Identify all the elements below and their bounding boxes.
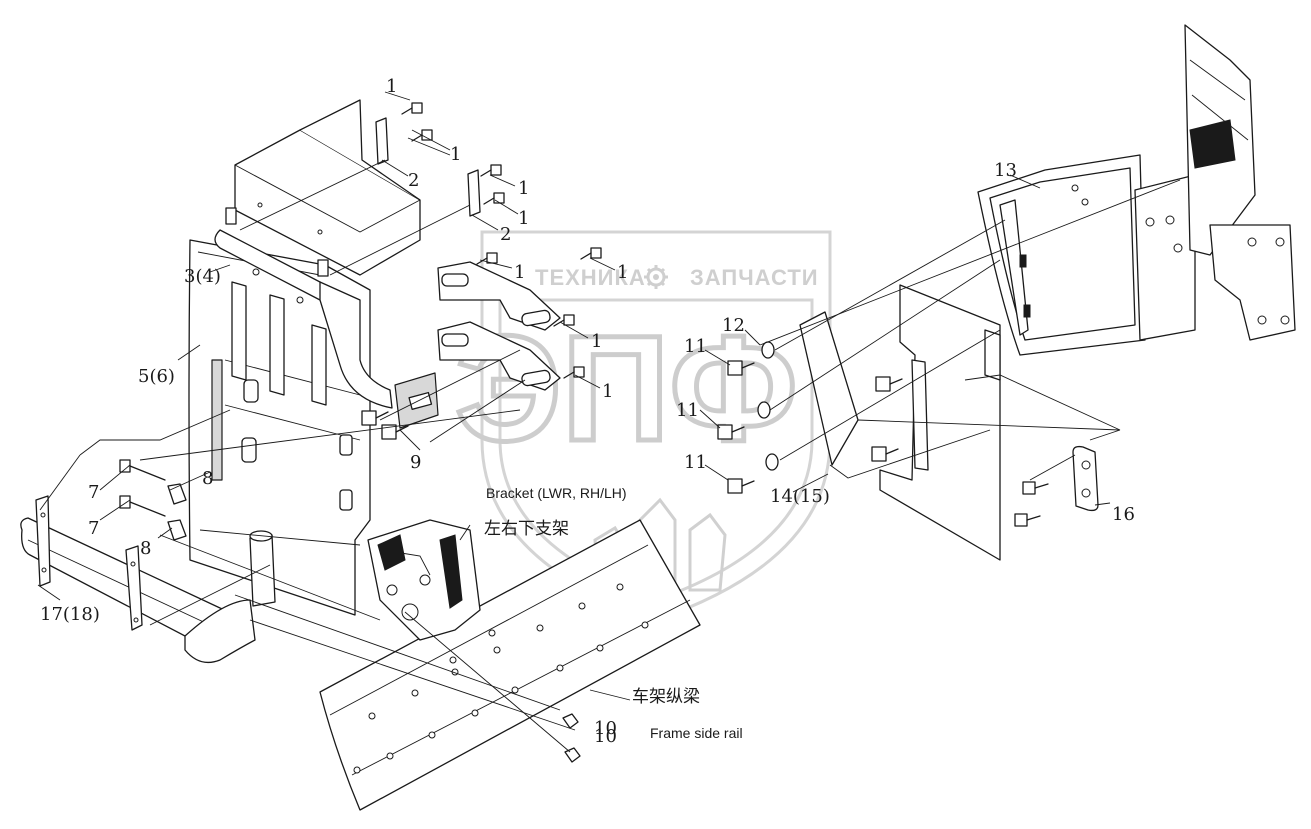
mount-plates — [375, 117, 481, 217]
callout-10: 10 — [594, 718, 617, 739]
leader-lines — [37, 91, 1181, 753]
rail-caption-en: Frame side rail — [650, 725, 743, 741]
callout-1: 1 — [518, 208, 529, 229]
rail-holes — [353, 583, 649, 774]
gear-icon — [644, 265, 668, 289]
callout-12: 12 — [722, 315, 745, 336]
rail-caption-cn: 车架纵梁 — [632, 687, 700, 707]
callout-8: 8 — [140, 538, 151, 559]
callout-11: 11 — [684, 336, 707, 357]
mudguard-bracket — [799, 284, 1001, 561]
nuts-10 — [562, 713, 581, 763]
callout-14-15: 14(15) — [770, 486, 830, 507]
callout-2: 2 — [408, 170, 419, 191]
callout-labels: 1 1 1 1 1 1 1 1 2 2 3(4) 5(6) 7 7 8 8 9 … — [40, 76, 1135, 747]
bolts-11-washers-12 — [717, 341, 779, 494]
frame-side-rail — [319, 519, 701, 811]
callout-1: 1 — [518, 178, 529, 199]
clip-16 — [1014, 445, 1099, 527]
callout-1: 1 — [617, 262, 628, 283]
bracket-caption-en: Bracket (LWR, RH/LH) — [486, 485, 627, 501]
callout-16: 16 — [1112, 504, 1135, 525]
callout-10: 10 — [594, 726, 617, 747]
bolts-1 — [361, 102, 602, 440]
lower-bracket — [367, 519, 481, 641]
callout-13: 13 — [994, 160, 1017, 181]
callout-1: 1 — [514, 262, 525, 283]
upper-bracket-9 — [394, 261, 561, 429]
watermark-left-word: ТЕХНИКА — [535, 265, 646, 290]
callout-17-18: 17(18) — [40, 604, 100, 625]
upper-cover — [214, 99, 421, 409]
bracket-caption-cn: 左右下支架 — [484, 519, 569, 539]
callout-9: 9 — [410, 452, 421, 473]
callout-7: 7 — [88, 518, 99, 539]
rear-mount-assembly — [977, 24, 1296, 356]
callout-7: 7 — [88, 482, 99, 503]
callout-1: 1 — [450, 144, 461, 165]
callout-1: 1 — [591, 331, 602, 352]
callout-11: 11 — [684, 452, 707, 473]
callout-1: 1 — [602, 381, 613, 402]
callout-2: 2 — [500, 224, 511, 245]
callout-11: 11 — [676, 400, 699, 421]
callout-5-6: 5(6) — [138, 366, 175, 387]
captions: Bracket (LWR, RH/LH) 左右下支架 车架纵梁 Frame si… — [484, 485, 743, 741]
watermark-right-word: ЗАПЧАСТИ — [690, 265, 819, 290]
watermark-logo: ЭПФ — [455, 304, 798, 472]
callout-8: 8 — [202, 468, 213, 489]
callout-3-4: 3(4) — [184, 266, 221, 287]
callout-1: 1 — [386, 76, 397, 97]
watermark: ТЕХНИКА ЗАПЧАСТИ ЭПФ — [453, 230, 832, 622]
